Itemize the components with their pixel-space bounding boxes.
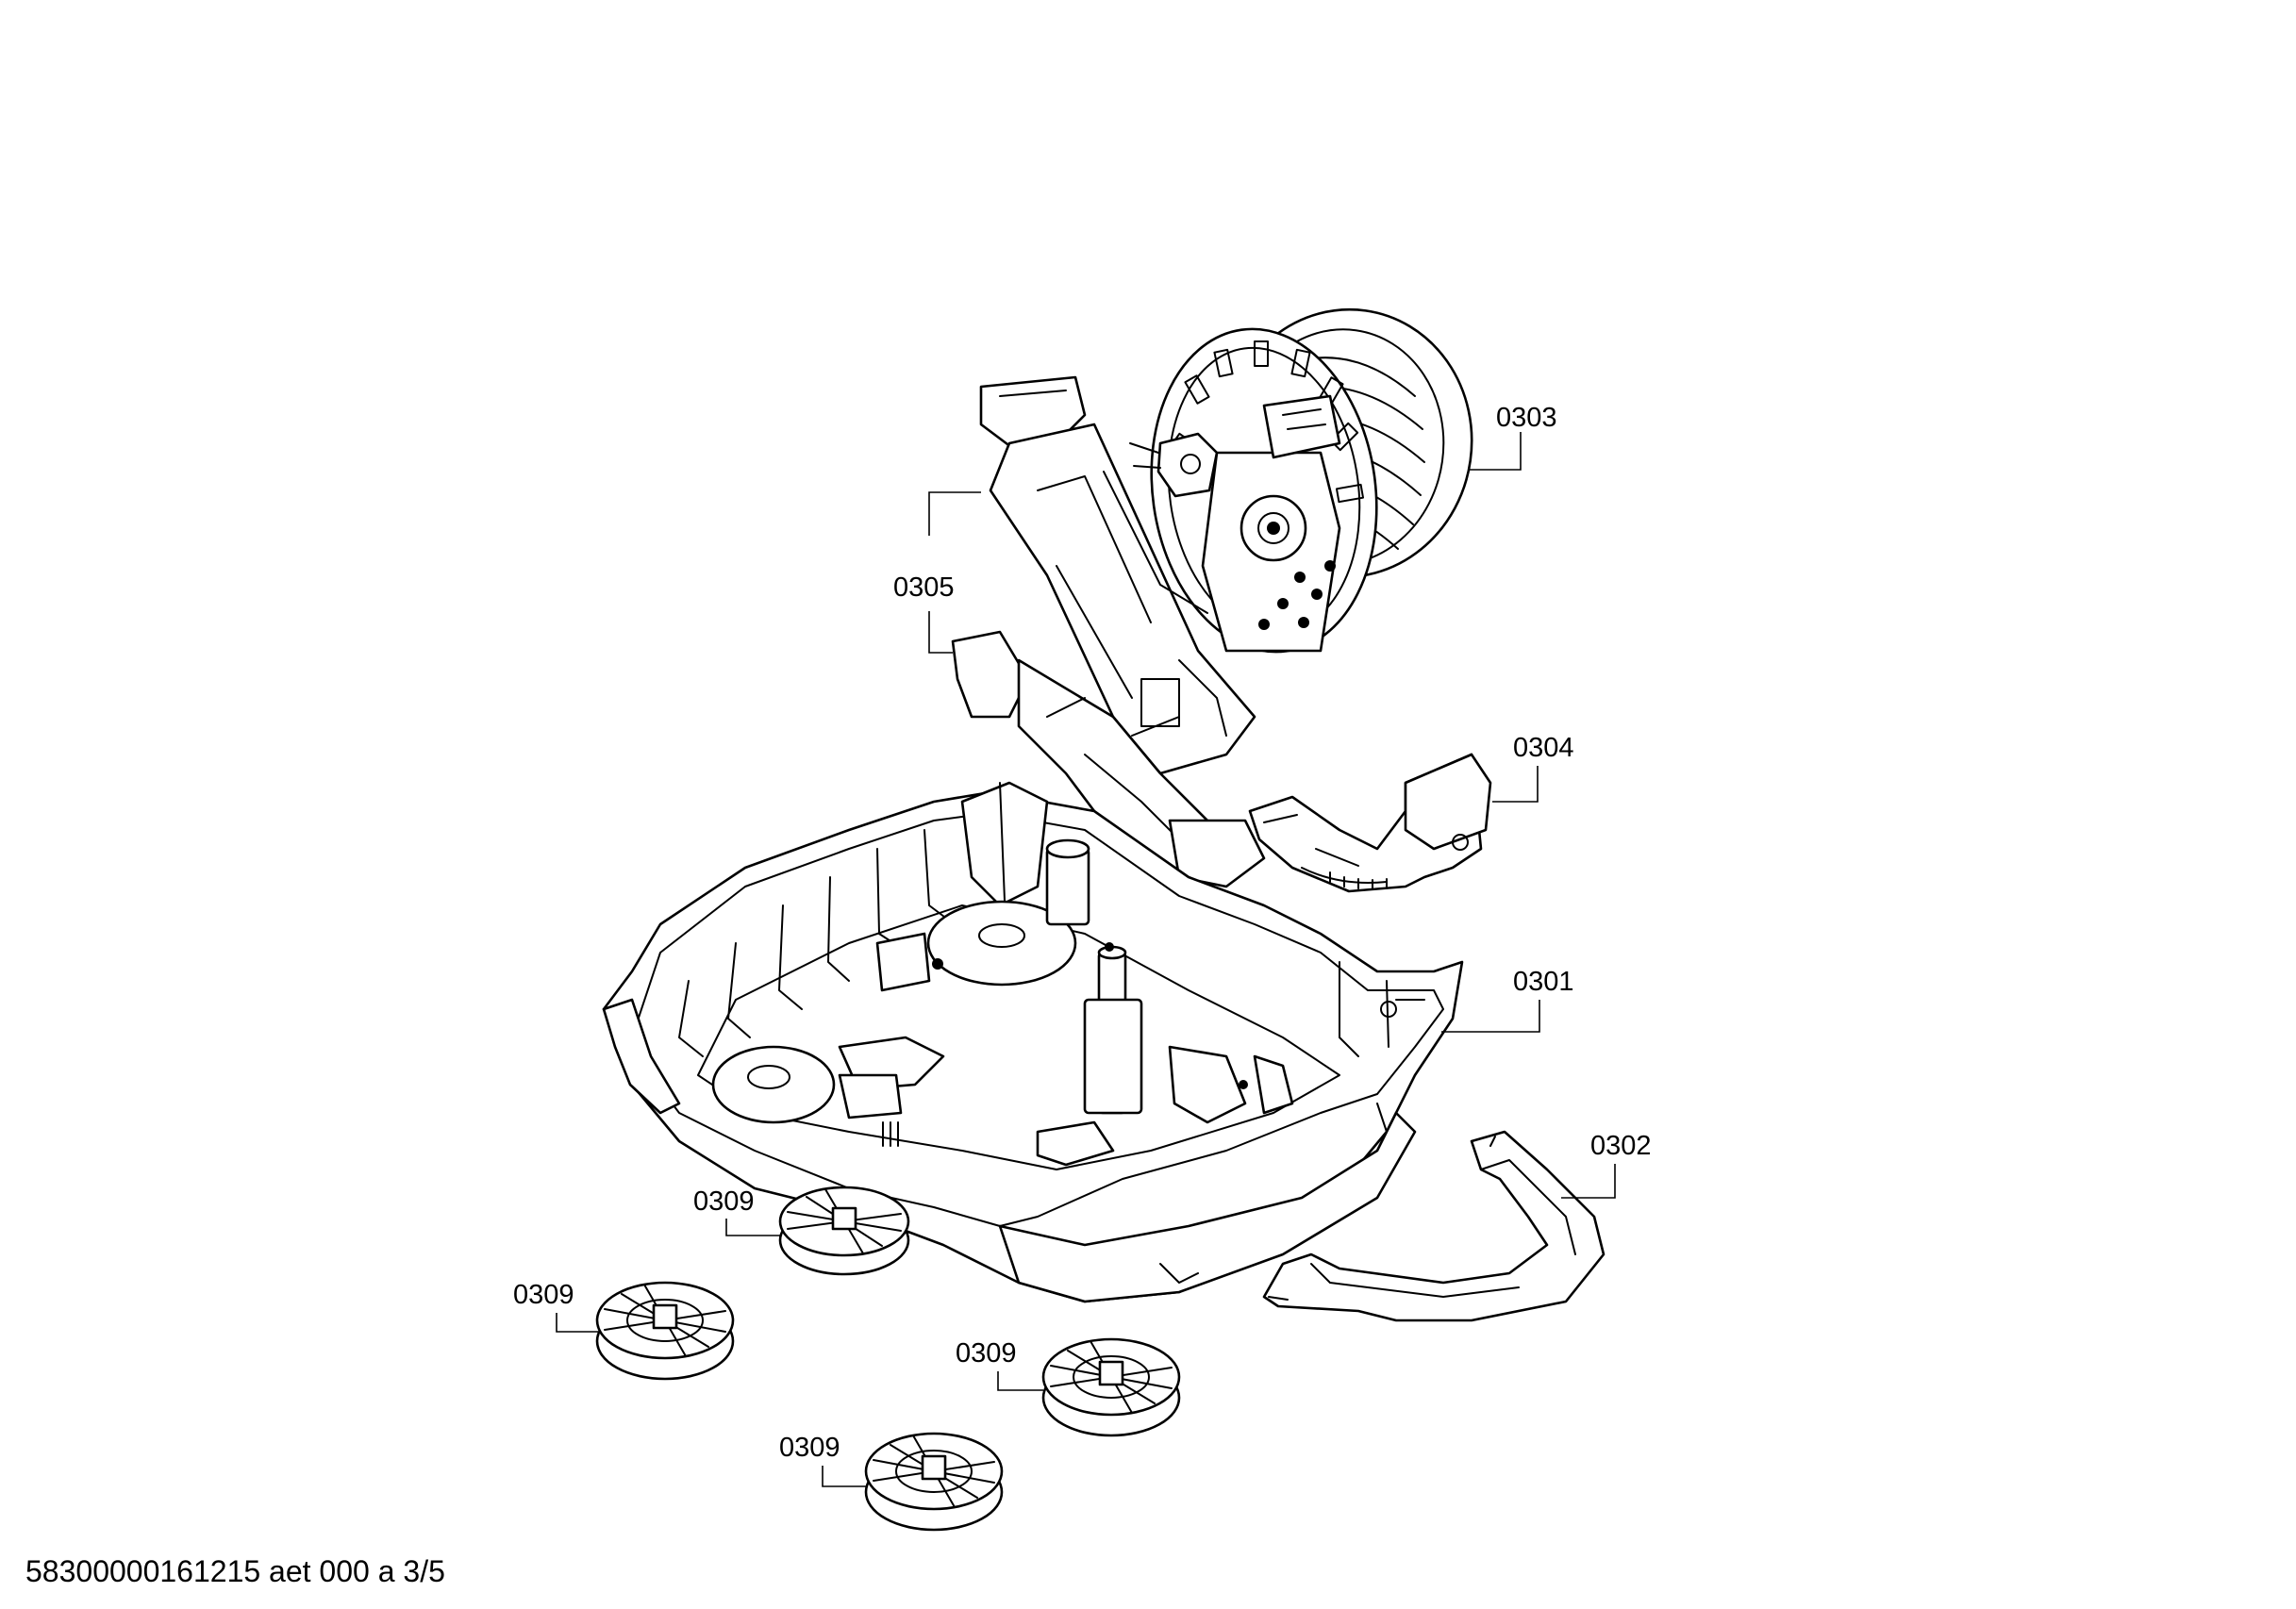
callout-0309-a: 0309 — [693, 1186, 755, 1217]
leader-0304 — [1492, 766, 1539, 803]
leader-0301 — [1441, 1000, 1540, 1033]
callout-0309-d: 0309 — [779, 1433, 840, 1463]
housing-base-icon — [602, 781, 1464, 1303]
callout-0304: 0304 — [1513, 733, 1574, 763]
bracket-icon — [1248, 753, 1492, 893]
leader-0309a — [725, 1219, 781, 1236]
callout-0303: 0303 — [1496, 403, 1557, 433]
leader-0302 — [1561, 1164, 1616, 1199]
callout-0302: 0302 — [1590, 1131, 1652, 1161]
handle-icon — [1262, 1130, 1606, 1322]
leader-0309d — [822, 1466, 866, 1487]
callout-0309-b: 0309 — [513, 1280, 574, 1310]
leader-0305 — [928, 491, 981, 654]
leader-lines — [556, 432, 1616, 1487]
leader-0309b — [556, 1313, 598, 1333]
callout-0301: 0301 — [1513, 967, 1574, 997]
castor-wheel-icon — [595, 1186, 1181, 1532]
leader-0309c — [997, 1371, 1043, 1391]
callout-0309-c: 0309 — [956, 1338, 1017, 1368]
leader-0303 — [1470, 432, 1522, 471]
cable-reel-icon — [1129, 307, 1473, 654]
document-id: 58300000161215 aet 000 a 3/5 — [25, 1554, 445, 1588]
air-duct-icon — [951, 375, 1266, 898]
callout-0305: 0305 — [893, 572, 955, 603]
